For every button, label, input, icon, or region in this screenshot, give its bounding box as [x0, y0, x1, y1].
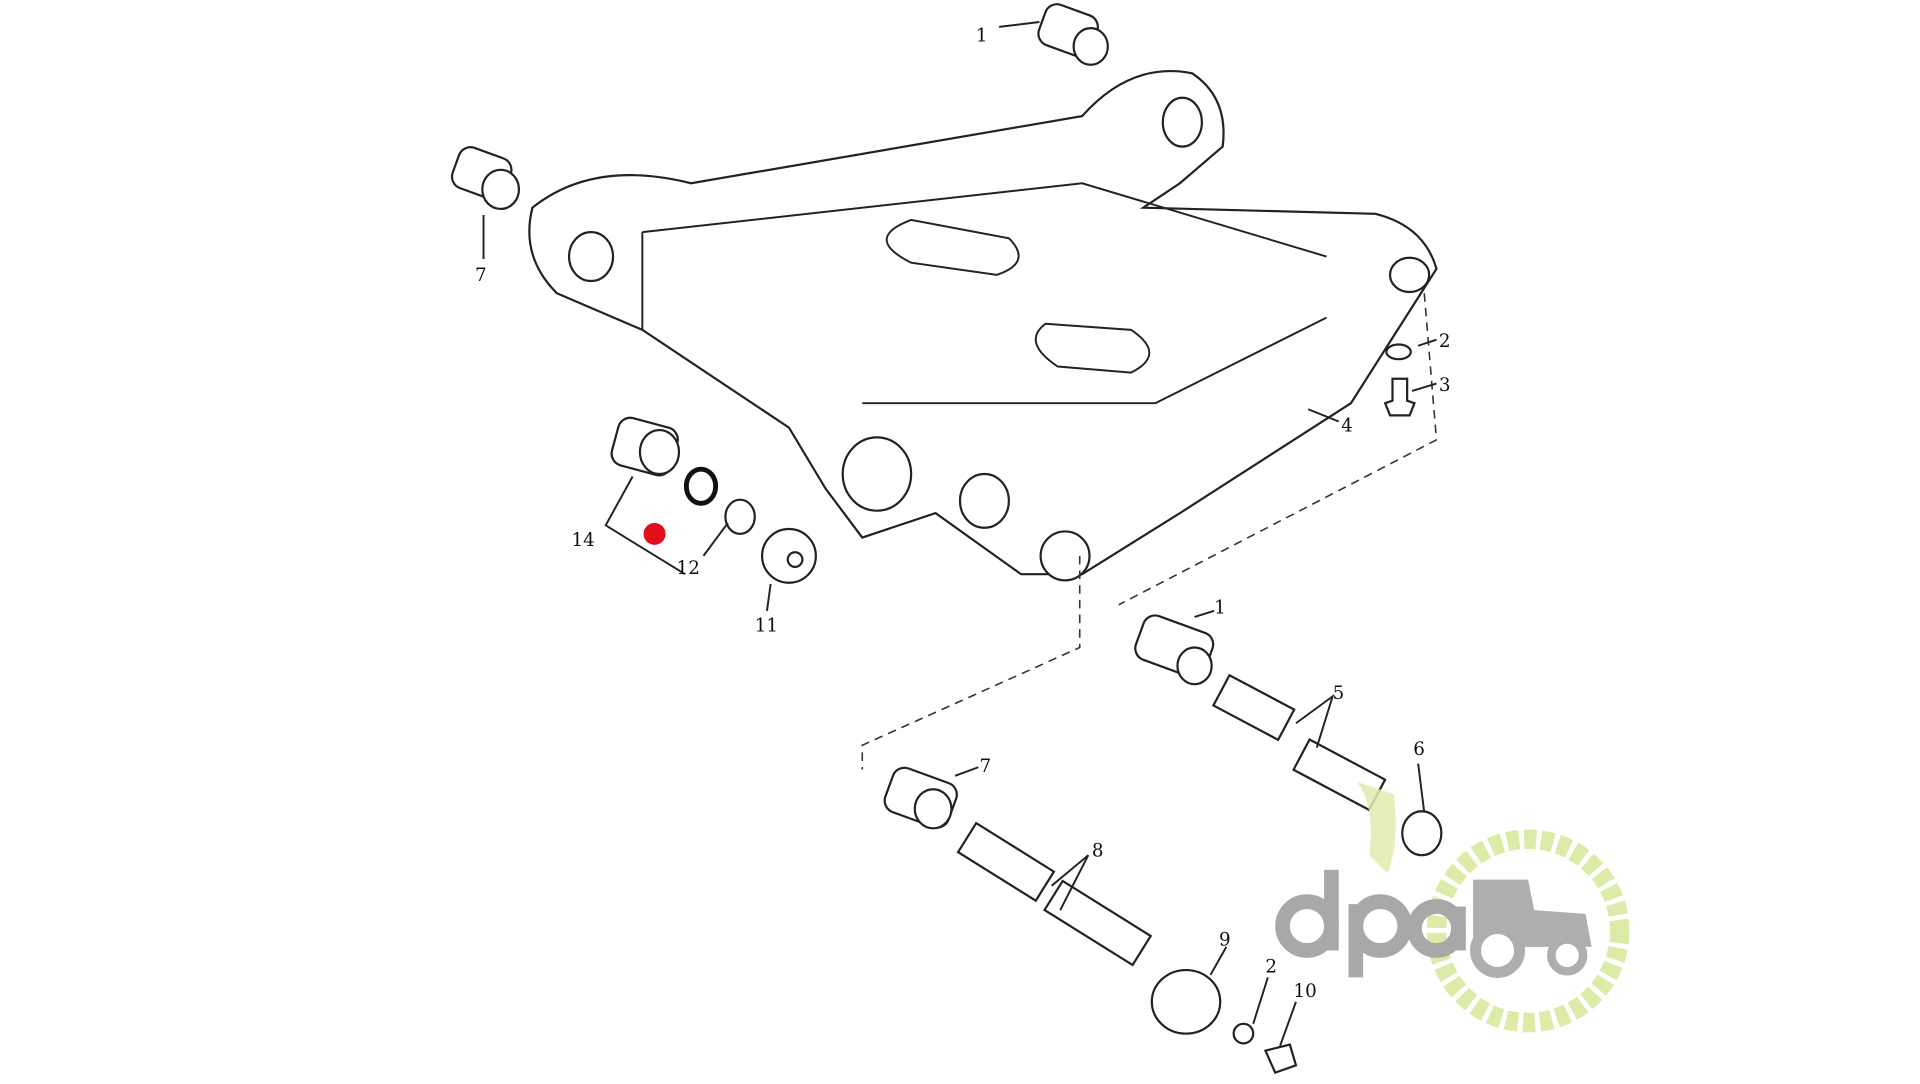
logo-lettering — [1275, 869, 1466, 978]
callout-7-bottom: 7 — [980, 756, 992, 777]
callout-11: 11 — [755, 616, 778, 637]
callout-12: 12 — [677, 558, 700, 579]
callout-2-bottom: 2 — [1265, 956, 1277, 977]
callout-7-left: 7 — [475, 265, 487, 286]
callout-8: 8 — [1092, 840, 1104, 861]
callout-2-right: 2 — [1439, 331, 1451, 352]
tractor-icon — [1470, 879, 1592, 978]
callout-10: 10 — [1294, 981, 1317, 1002]
callout-9: 9 — [1219, 930, 1231, 951]
swing-arm-frame — [528, 69, 1438, 582]
callout-1-top: 1 — [976, 26, 988, 47]
callout-5: 5 — [1333, 683, 1345, 704]
callout-14: 14 — [571, 530, 594, 551]
wheat-icon — [1357, 781, 1396, 874]
callout-1-mid: 1 — [1214, 597, 1226, 618]
parts — [450, 3, 1443, 1075]
callout-labels: 1 7 2 3 4 14 12 11 1 5 6 7 8 9 2 10 — [475, 26, 1451, 1002]
callout-4: 4 — [1341, 415, 1353, 436]
highlight-dot — [643, 522, 666, 545]
callout-3: 3 — [1439, 375, 1451, 396]
callout-6: 6 — [1413, 739, 1425, 760]
gear-ring-icon — [1426, 829, 1630, 1033]
dpa-logo — [1275, 781, 1630, 1033]
